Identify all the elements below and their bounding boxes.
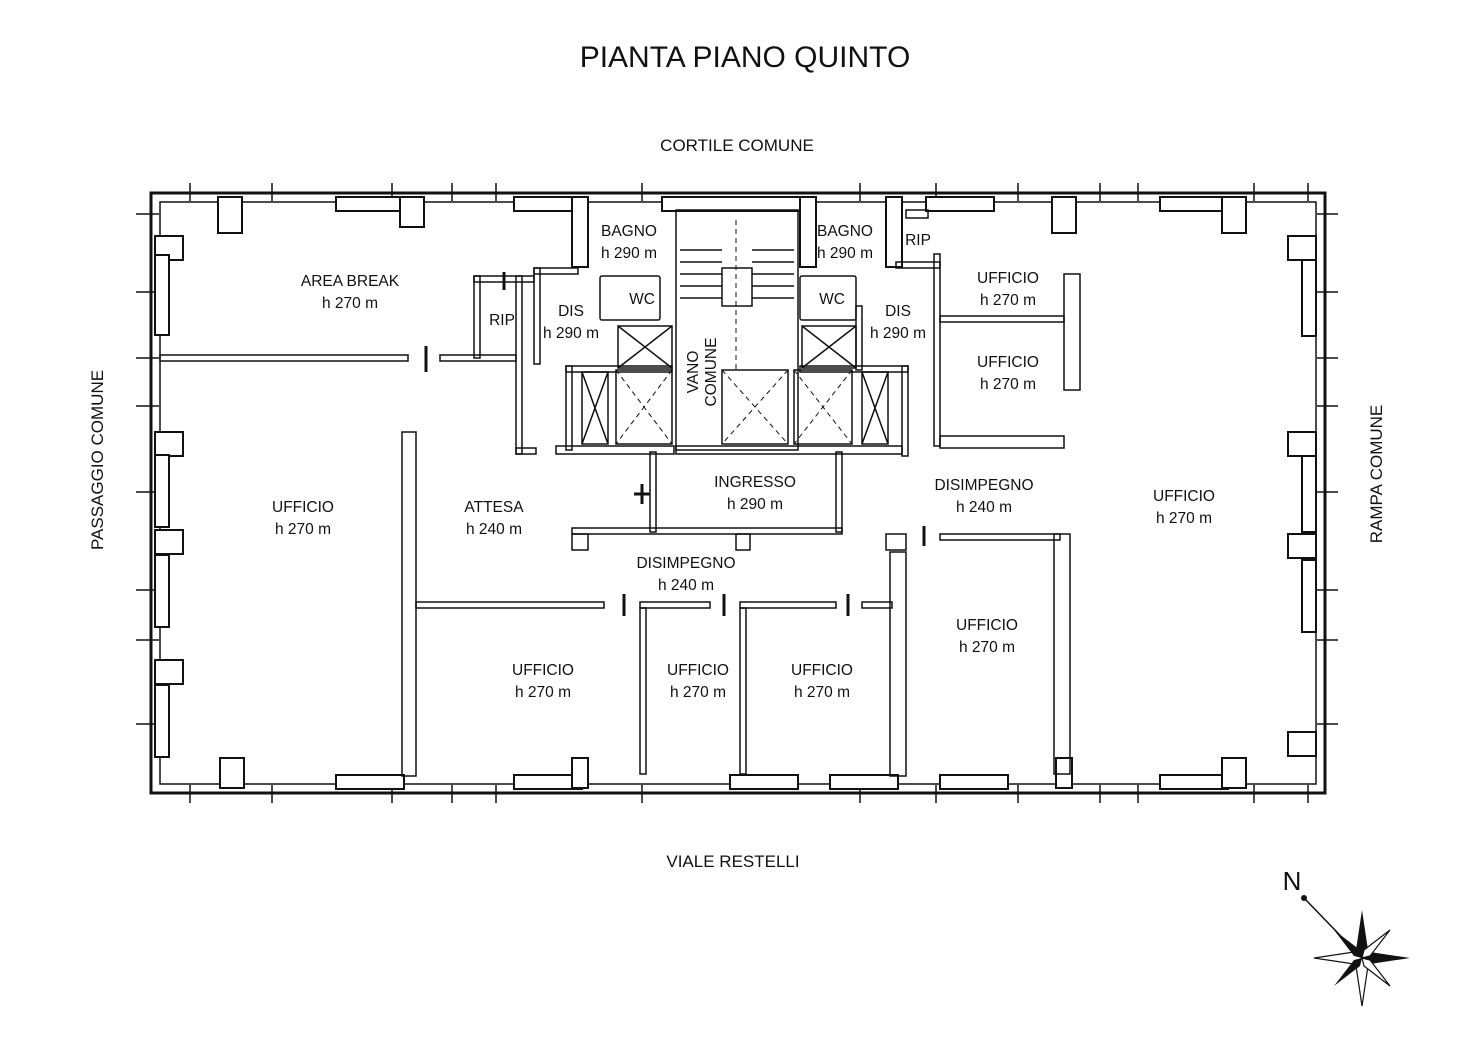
room-label-rip-left: RIP: [489, 312, 515, 329]
room-label-ingresso: INGRESSO h 290 m: [714, 474, 796, 513]
room-name: INGRESSO: [714, 474, 796, 491]
compass-star-icon: [1313, 910, 1410, 1007]
room-name: UFFICIO: [791, 662, 853, 679]
room-height: h 290 m: [727, 496, 783, 513]
room-height: h 270 m: [515, 684, 571, 701]
room-height: h 240 m: [956, 499, 1012, 516]
room-name: UFFICIO: [1153, 488, 1215, 505]
room-name: RIP: [489, 312, 515, 329]
room-height: h 290 m: [870, 325, 926, 342]
room-name: UFFICIO: [956, 617, 1018, 634]
room-height: h 270 m: [980, 376, 1036, 393]
room-label-ufficio-ne-1: UFFICIO h 270 m: [977, 270, 1039, 309]
room-name: UFFICIO: [667, 662, 729, 679]
room-label-dis-right: DIS h 290 m: [870, 303, 926, 342]
room-label-vano-comune: VANOCOMUNE: [685, 338, 720, 407]
label-south-street: VIALE RESTELLI: [666, 852, 799, 871]
room-label-area-break: AREA BREAK h 270 m: [301, 273, 400, 312]
room-name: AREA BREAK: [301, 273, 400, 290]
north-label: N: [1283, 866, 1302, 896]
room-label-bagno-right: BAGNO h 290 m: [817, 223, 873, 262]
room-label-bagno-left: BAGNO h 290 m: [601, 223, 657, 262]
room-label-attesa: ATTESA h 240 m: [464, 499, 524, 538]
room-height: h 270 m: [670, 684, 726, 701]
room-name: ATTESA: [464, 499, 524, 516]
room-height: h 270 m: [794, 684, 850, 701]
room-name: RIP: [905, 232, 931, 249]
room-label-wc-right: WC: [819, 291, 845, 308]
room-label-ufficio-south-4: UFFICIO h 270 m: [956, 617, 1018, 656]
room-label-ufficio-south-3: UFFICIO h 270 m: [791, 662, 853, 701]
facade-ticks: [136, 183, 1338, 803]
wall-piers: [154, 196, 1317, 790]
room-label-ufficio-south-2: UFFICIO h 270 m: [667, 662, 729, 701]
interior-walls: [159, 209, 1081, 777]
room-label-rip-right: RIP: [905, 232, 931, 249]
room-name: DISIMPEGNO: [636, 555, 735, 572]
room-name: UFFICIO: [977, 354, 1039, 371]
plan-title: PIANTA PIANO QUINTO: [580, 41, 911, 74]
room-label-dis-left: DIS h 290 m: [543, 303, 599, 342]
room-height: h 240 m: [658, 577, 714, 594]
label-west-passage: PASSAGGIO COMUNE: [88, 370, 107, 550]
compass-rose: N: [1283, 866, 1410, 1007]
room-label-disimpegno-east: DISIMPEGNO h 240 m: [934, 477, 1033, 516]
room-height: h 270 m: [1156, 510, 1212, 527]
room-name: WC: [819, 291, 845, 308]
room-name: UFFICIO: [272, 499, 334, 516]
room-height: h 270 m: [980, 292, 1036, 309]
room-labels: AREA BREAK h 270 m RIP BAGNO h 290 m WC DIS h 2…: [272, 223, 1215, 701]
label-east-ramp: RAMPA COMUNE: [1367, 405, 1386, 544]
room-label-disimpegno-center: DISIMPEGNO h 240 m: [636, 555, 735, 594]
room-height: h 290 m: [601, 245, 657, 262]
room-name: DIS: [885, 303, 911, 320]
room-name: BAGNO: [601, 223, 657, 240]
room-height: h 290 m: [543, 325, 599, 342]
room-name: DISIMPEGNO: [934, 477, 1033, 494]
room-label-ufficio-west: UFFICIO h 270 m: [272, 499, 334, 538]
room-label-ufficio-east: UFFICIO h 270 m: [1153, 488, 1215, 527]
north-arrow-tip-icon: [1301, 895, 1307, 901]
room-label-ufficio-ne-2: UFFICIO h 270 m: [977, 354, 1039, 393]
label-north-courtyard: CORTILE COMUNE: [660, 136, 814, 155]
room-height: h 270 m: [322, 295, 378, 312]
room-name: DIS: [558, 303, 584, 320]
room-height: h 240 m: [466, 521, 522, 538]
room-name: WC: [629, 291, 655, 308]
room-name: UFFICIO: [977, 270, 1039, 287]
room-label-wc-left: WC: [629, 291, 655, 308]
room-height: h 290 m: [817, 245, 873, 262]
room-height: h 270 m: [275, 521, 331, 538]
room-height: h 270 m: [959, 639, 1015, 656]
room-label-ufficio-south-1: UFFICIO h 270 m: [512, 662, 574, 701]
room-name: UFFICIO: [512, 662, 574, 679]
room-name: BAGNO: [817, 223, 873, 240]
